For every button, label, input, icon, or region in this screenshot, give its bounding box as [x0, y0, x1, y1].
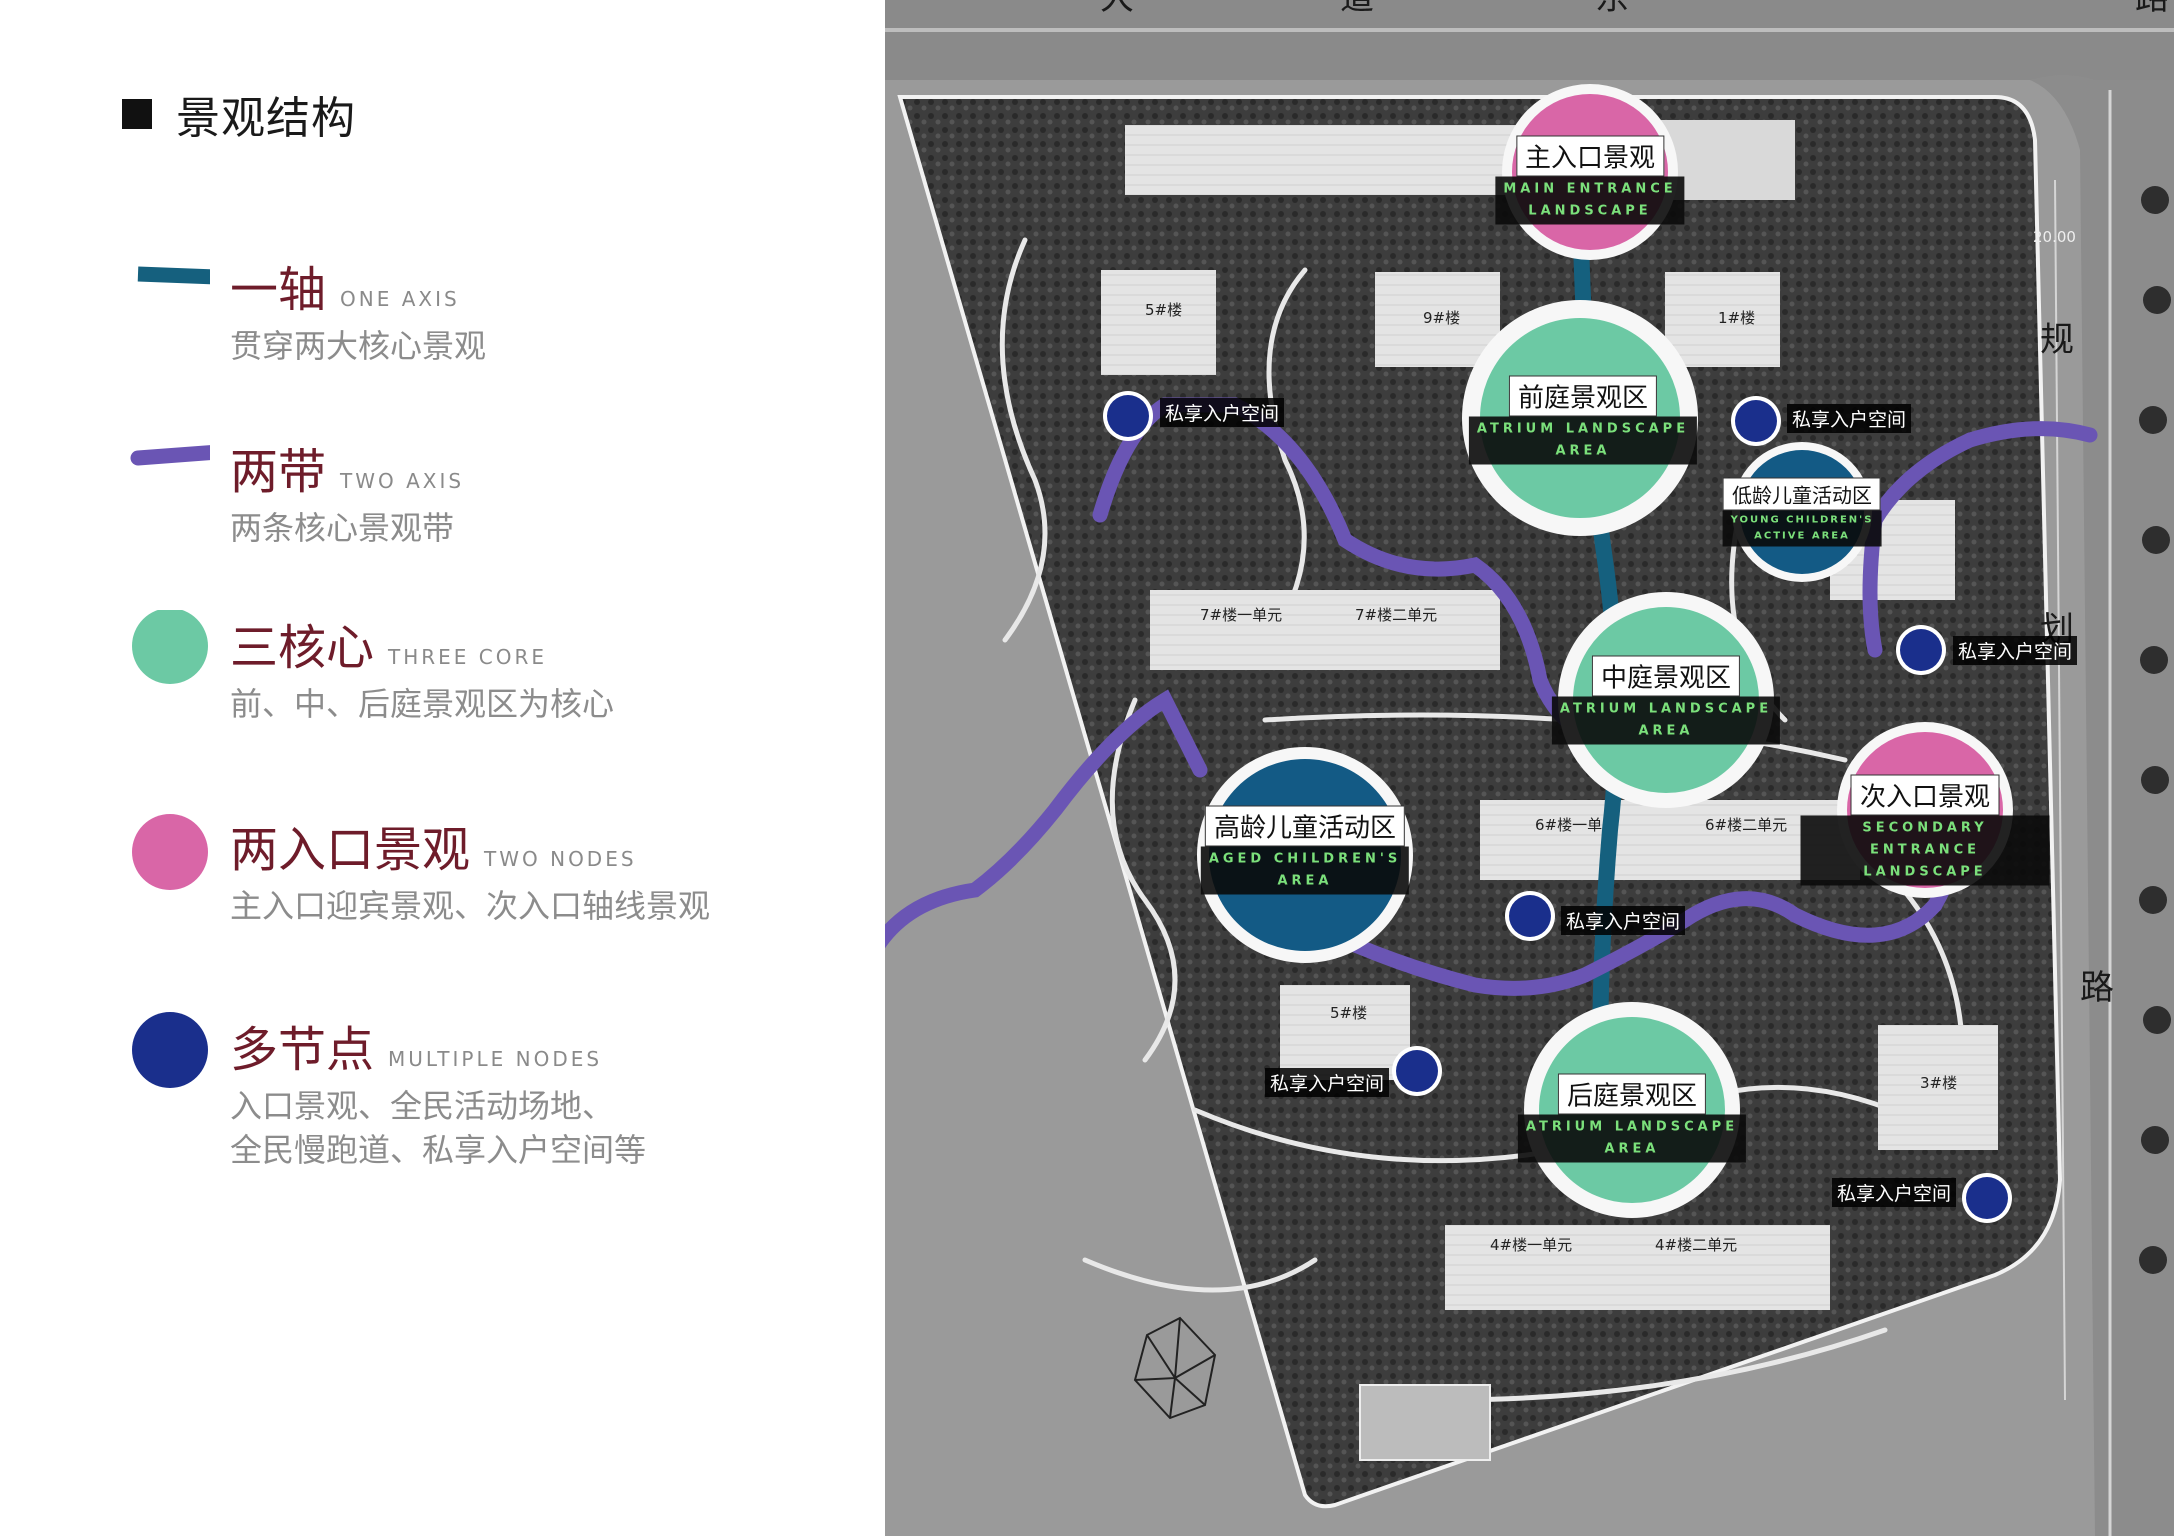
legend-label: 三核心 THREE CORE	[230, 608, 547, 678]
area-label-main-entrance: 主入口景观 MAIN ENTRANCE LANDSCAPE	[1495, 135, 1685, 225]
legend-zh: 多节点	[230, 1022, 375, 1078]
roadside-trees	[2139, 186, 2171, 1274]
top-road-label: 大	[1100, 0, 1134, 19]
section-title-text: 景观结构	[176, 93, 356, 144]
entrance-circle-icon	[132, 814, 208, 890]
area-zh: 后庭景观区	[1557, 1073, 1706, 1115]
buildings	[1101, 270, 1998, 1461]
top-road-label: 路	[2135, 0, 2169, 19]
private-entry-nodes	[1103, 391, 2012, 1223]
area-label-young-children: 低龄儿童活动区 YOUNG CHILDREN'S ACTIVE AREA	[1722, 477, 1882, 547]
site-plan-drawing: 5#楼 9#楼 1#楼 7#楼一单元 7#楼二单元 6#楼一单元 6#楼二单元 …	[885, 0, 2174, 1536]
legend-label: 一轴 ONE AXIS	[230, 250, 460, 320]
area-zh: 主入口景观	[1515, 135, 1664, 177]
legend-item-two-belt: 两带 TWO AXIS 两条核心景观带	[130, 434, 870, 584]
building-tags: 5#楼 9#楼 1#楼 7#楼一单元 7#楼二单元 6#楼一单元 6#楼二单元 …	[1145, 301, 1957, 1254]
core-circle-icon	[132, 610, 208, 684]
building-tag: 4#楼二单元	[1655, 1236, 1737, 1254]
area-zh: 前庭景观区	[1508, 375, 1657, 417]
building-tag: 6#楼二单元	[1705, 816, 1787, 834]
area-en: ATRIUM LANDSCAPE AREA	[1468, 416, 1698, 465]
legend-item-three-core: 三核心 THREE CORE 前、中、后庭景观区为核心	[130, 610, 870, 760]
belt-line-icon	[130, 445, 210, 466]
legend-item-two-entrance: 两入口景观 TWO NODES 主入口迎宾景观、次入口轴线景观	[130, 812, 870, 962]
legend-en: ONE AXIS	[340, 287, 460, 311]
legend-label: 两带 TWO AXIS	[230, 432, 464, 502]
legend-item-one-axis: 一轴 ONE AXIS 贯穿两大核心景观	[130, 252, 870, 402]
node-label: 私享入户空间	[1832, 1178, 1957, 1207]
legend-desc: 两条核心景观带	[230, 509, 455, 547]
node-circle-icon	[132, 1012, 208, 1088]
title-square-icon	[122, 99, 152, 129]
area-zh: 低龄儿童活动区	[1723, 477, 1881, 511]
area-zh: 次入口景观	[1850, 774, 1999, 816]
right-road-label: 规	[2040, 320, 2074, 360]
legend-desc: 贯穿两大核心景观	[230, 327, 487, 365]
section-title: 景观结构	[122, 82, 356, 146]
right-road	[2030, 75, 2174, 1536]
north-arrow-icon	[1133, 1316, 1217, 1420]
node-label: 私享入户空间	[1561, 906, 1686, 935]
building-tag: 6#楼一单元	[1535, 816, 1617, 834]
area-zh: 高龄儿童活动区	[1204, 805, 1405, 847]
building-tag: 1#楼	[1718, 309, 1755, 327]
building-tag: 5#楼	[1145, 301, 1182, 319]
area-zh: 中庭景观区	[1591, 655, 1740, 697]
area-en: AGED CHILDREN'S AREA	[1200, 846, 1410, 895]
legend-panel: 景观结构 一轴 ONE AXIS 贯穿两大核心景观 两带 TWO AXIS 两条核心…	[0, 0, 885, 1536]
area-label-aged-children: 高龄儿童活动区 AGED CHILDREN'S AREA	[1200, 805, 1410, 895]
area-label-secondary-entrance: 次入口景观 SECONDARY ENTRANCE LANDSCAPE	[1800, 774, 2050, 886]
top-road-label: 东	[1595, 0, 1629, 19]
right-road-label: 路	[2080, 968, 2114, 1008]
top-road	[885, 0, 2174, 80]
legend-zh: 一轴	[230, 262, 327, 318]
area-en: ATRIUM LANDSCAPE AREA	[1551, 696, 1781, 745]
legend-label: 两入口景观 TWO NODES	[230, 810, 637, 880]
legend-desc: 前、中、后庭景观区为核心	[230, 685, 615, 723]
area-en: SECONDARY ENTRANCE LANDSCAPE	[1800, 815, 2050, 886]
node-label: 私享入户空间	[1160, 398, 1285, 427]
legend-label: 多节点 MULTIPLE NODES	[230, 1010, 602, 1080]
building-tag: 9#楼	[1423, 309, 1460, 327]
area-en: YOUNG CHILDREN'S ACTIVE AREA	[1722, 510, 1882, 547]
node-label: 私享入户空间	[1953, 636, 2078, 665]
area-en: MAIN ENTRANCE LANDSCAPE	[1495, 176, 1685, 225]
site-plan-map: 5#楼 9#楼 1#楼 7#楼一单元 7#楼二单元 6#楼一单元 6#楼二单元 …	[885, 0, 2174, 1536]
axis-line-icon	[137, 266, 210, 285]
node-label: 私享入户空间	[1265, 1068, 1390, 1097]
building-tag: 4#楼一单元	[1490, 1236, 1572, 1254]
legend-item-multiple-nodes: 多节点 MULTIPLE NODES 入口景观、全民活动场地、 全民慢跑道、私享入…	[130, 1010, 870, 1169]
legend-desc: 入口景观、全民活动场地、 全民慢跑道、私享入户空间等	[230, 1087, 647, 1169]
area-en: ATRIUM LANDSCAPE AREA	[1517, 1114, 1747, 1163]
building-tag: 3#楼	[1920, 1074, 1957, 1092]
scale-readout: 20.00	[2033, 228, 2076, 246]
node-label: 私享入户空间	[1787, 404, 1912, 433]
building-tag: 7#楼二单元	[1355, 606, 1437, 624]
legend-en: TWO NODES	[484, 847, 637, 871]
legend-desc: 主入口迎宾景观、次入口轴线景观	[230, 887, 711, 925]
legend-zh: 两带	[230, 444, 327, 500]
top-road-label: 道	[1340, 0, 1374, 19]
building-tag: 5#楼	[1330, 1004, 1367, 1022]
legend-zh: 两入口景观	[230, 822, 471, 878]
area-label-back-court: 后庭景观区 ATRIUM LANDSCAPE AREA	[1517, 1073, 1747, 1163]
legend-zh: 三核心	[230, 620, 375, 676]
legend-en: TWO AXIS	[340, 469, 465, 493]
legend-en: MULTIPLE NODES	[388, 1047, 603, 1071]
area-label-front-court: 前庭景观区 ATRIUM LANDSCAPE AREA	[1468, 375, 1698, 465]
area-label-middle-court: 中庭景观区 ATRIUM LANDSCAPE AREA	[1551, 655, 1781, 745]
legend-en: THREE CORE	[388, 645, 548, 669]
building-tag: 7#楼一单元	[1200, 606, 1282, 624]
